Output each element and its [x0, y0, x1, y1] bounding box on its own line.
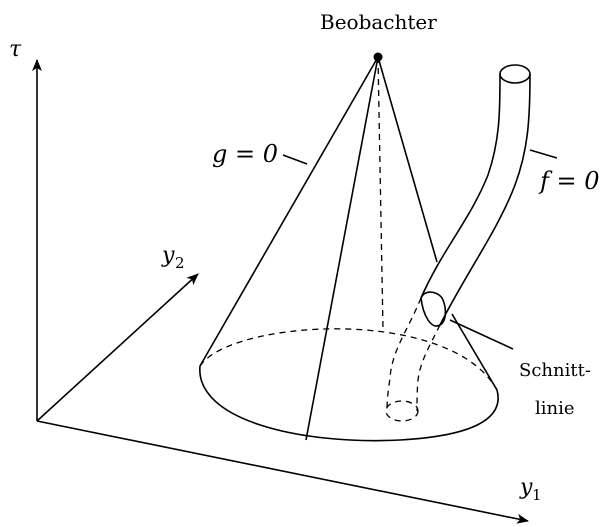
observer-point: [373, 52, 383, 62]
tube-hidden-bottom-cap: [385, 400, 419, 422]
observer-label: Beobachter: [320, 10, 437, 34]
tube-top-cap: [499, 64, 531, 84]
intersection-label-line1: Schnitt-: [519, 360, 591, 381]
f-eq-leader: [529, 149, 558, 159]
svg-text:2: 2: [175, 254, 185, 272]
light-cone: [199, 56, 499, 442]
coordinate-axes: [32, 59, 529, 524]
y1-axis-label: y 1: [519, 475, 542, 504]
svg-text:y: y: [161, 243, 175, 268]
f-equation-label: f = 0: [538, 167, 600, 195]
y2-axis-label: y 2: [161, 243, 185, 272]
intersection-leader: [449, 319, 514, 350]
g-equation-label: g = 0: [212, 140, 278, 168]
cone-base-front: [199, 365, 499, 442]
cone-left-edge: [199, 56, 379, 367]
tube-left-edge: [420, 73, 501, 299]
cone-front-generator: [305, 56, 379, 441]
svg-text:y: y: [519, 475, 533, 500]
tau-axis-label: τ: [9, 37, 22, 62]
intersection-curve: [420, 291, 447, 327]
svg-text:1: 1: [532, 486, 542, 504]
cone-right-edge-lower: [451, 313, 498, 391]
intersection-label-line2: linie: [535, 398, 575, 419]
tube-hidden-right: [416, 324, 441, 412]
cone-base-back-dashed: [199, 328, 498, 391]
tube-right-edge: [439, 73, 531, 326]
g-eq-leader: [282, 154, 308, 165]
tube-hidden-left: [386, 297, 422, 412]
world-tube: [385, 64, 531, 422]
cone-hidden-generator: [377, 56, 384, 331]
cone-right-edge-upper: [377, 56, 438, 263]
y1-axis: [36, 420, 529, 524]
y2-axis: [36, 273, 199, 422]
